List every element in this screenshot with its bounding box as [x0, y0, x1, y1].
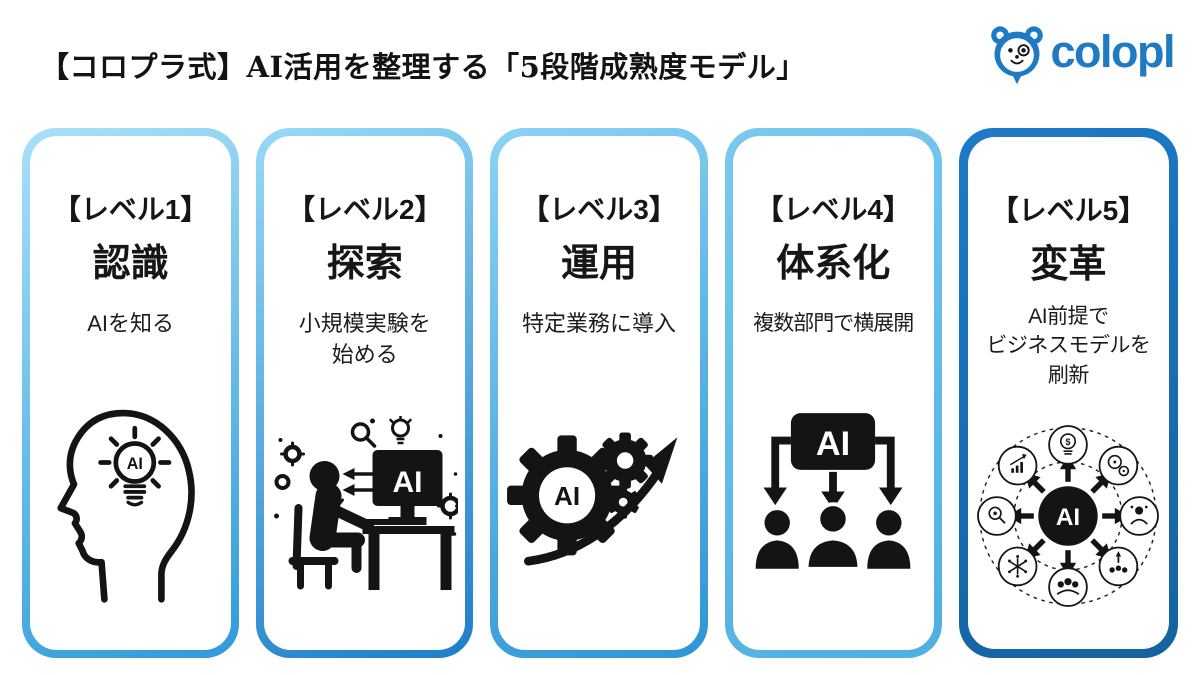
- person-computer-ai-icon: AI: [272, 371, 458, 650]
- level-name: 変革: [1030, 244, 1107, 286]
- card-level-2: 【レベル2】 探索 小規模実験を 始める: [256, 128, 474, 658]
- maturity-cards-row: 【レベル1】 認識 AIを知る: [22, 128, 1179, 658]
- colopl-logo-text: colopl: [1050, 25, 1176, 77]
- colopl-bear-balloon-icon: [990, 26, 1043, 85]
- colopl-logo: colopl: [987, 24, 1175, 86]
- card-level-1: 【レベル1】 認識 AIを知る: [22, 128, 240, 658]
- card-level-3: 【レベル3】 運用 特定業務に導入: [490, 128, 708, 658]
- level-description: 小規模実験を 始める: [298, 311, 431, 367]
- level-description: AI前提で ビジネスモデルを 刷新: [986, 305, 1151, 387]
- level-description: 特定業務に導入: [522, 311, 677, 336]
- ai-distribution-team-icon: AI: [740, 338, 926, 650]
- level-name: 探索: [326, 243, 403, 285]
- svg-text:$: $: [1066, 436, 1071, 446]
- level-name: 体系化: [776, 243, 891, 285]
- page-title: 【コロプラ式】AI活用を整理する「5段階成熟度モデル」: [40, 50, 806, 84]
- svg-text:AI: AI: [1056, 504, 1080, 531]
- card-level-5: 【レベル5】 変革 AI前提で ビジネスモデルを 刷新: [958, 128, 1179, 658]
- level-label: 【レベル4】: [755, 194, 911, 225]
- head-lightbulb-ai-icon: AI: [55, 340, 207, 650]
- level-label: 【レベル5】: [990, 195, 1147, 226]
- level-description: AIを知る: [87, 311, 174, 336]
- level-label: 【レベル1】: [52, 194, 209, 225]
- svg-text:AI: AI: [392, 466, 422, 499]
- svg-text:AI: AI: [816, 425, 850, 463]
- level-label: 【レベル3】: [521, 194, 677, 225]
- svg-text:AI: AI: [126, 455, 142, 473]
- level-name: 運用: [561, 243, 638, 285]
- level-name: 認識: [92, 243, 169, 285]
- level-description: 複数部門で横展開: [753, 312, 914, 335]
- ai-hub-network-icon: AI: [969, 390, 1167, 649]
- svg-text:AI: AI: [554, 481, 580, 511]
- gears-growth-arrow-icon: AI: [507, 340, 691, 650]
- level-label: 【レベル2】: [287, 194, 443, 225]
- card-level-4: 【レベル4】 体系化 複数部門で横展開 AI: [724, 128, 942, 658]
